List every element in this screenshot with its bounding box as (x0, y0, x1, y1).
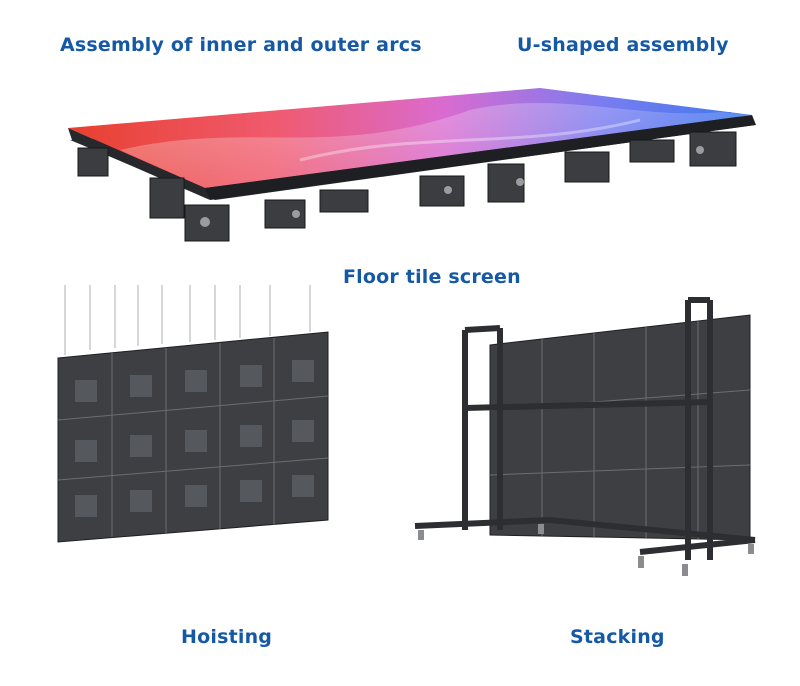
stacking-wall-image (414, 297, 756, 576)
caption-u-shaped-assembly: U-shaped assembly (517, 34, 729, 56)
caption-floor-tile-screen: Floor tile screen (343, 266, 521, 288)
caption-stacking: Stacking (570, 626, 665, 648)
floor-tile-panel-image (68, 88, 756, 242)
caption-inner-outer-arcs: Assembly of inner and outer arcs (60, 34, 422, 56)
caption-hoisting: Hoisting (181, 626, 273, 648)
hoisting-wall-image (57, 285, 329, 543)
